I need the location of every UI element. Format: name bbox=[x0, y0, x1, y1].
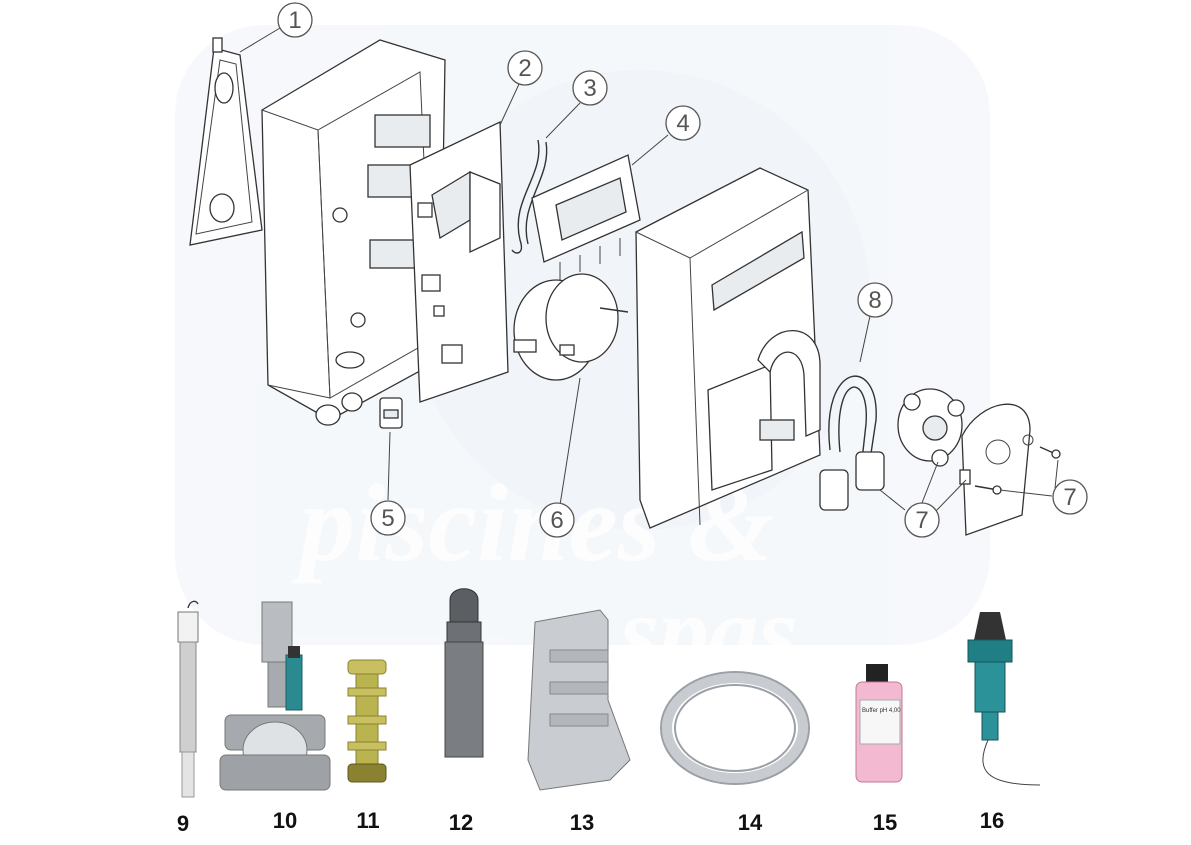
callout-label: 1 bbox=[288, 7, 301, 34]
callout-4: 4 bbox=[665, 105, 701, 141]
label-13: 13 bbox=[570, 810, 594, 835]
callout-2: 2 bbox=[507, 50, 543, 86]
callout-label: 7 bbox=[915, 507, 928, 534]
callouts: 1 2 3 4 5 6 7 7 8 bbox=[277, 2, 1088, 538]
callout-7b: 7 bbox=[1052, 479, 1088, 515]
part-cable-gland bbox=[379, 397, 403, 429]
part-pump-motor bbox=[513, 273, 629, 381]
label-12: 12 bbox=[449, 810, 473, 835]
label-9: 9 bbox=[177, 811, 189, 836]
part-display-module bbox=[531, 154, 641, 280]
label-14: 14 bbox=[738, 810, 763, 835]
accessory-weighted-foot bbox=[444, 588, 484, 758]
callout-7a: 7 bbox=[904, 502, 940, 538]
part-front-cover bbox=[635, 167, 821, 529]
bottom-labels: 9 10 11 12 13 14 15 16 bbox=[177, 808, 1004, 836]
label-11: 11 bbox=[356, 808, 379, 833]
callout-label: 8 bbox=[868, 287, 881, 314]
part-pump-cover bbox=[959, 403, 1034, 536]
part-pump-tube bbox=[819, 375, 885, 511]
part-circuit-board bbox=[409, 120, 509, 403]
watermark-line2: spas bbox=[619, 576, 798, 687]
label-10: 10 bbox=[273, 808, 297, 833]
accessory-injection-valve bbox=[967, 612, 1041, 786]
callout-label: 3 bbox=[583, 75, 596, 102]
callout-label: 7 bbox=[1063, 484, 1076, 511]
callout-3: 3 bbox=[572, 70, 608, 106]
callout-label: 5 bbox=[381, 505, 394, 532]
callout-1: 1 bbox=[277, 2, 313, 38]
callout-6: 6 bbox=[539, 502, 575, 538]
part-rotor bbox=[897, 388, 965, 467]
accessory-ph-probe bbox=[177, 600, 199, 798]
label-16: 16 bbox=[980, 808, 1004, 833]
callout-8: 8 bbox=[857, 282, 893, 318]
bottle-label: Buffer pH 4,00 bbox=[862, 708, 901, 714]
accessory-yellow-filter bbox=[347, 659, 387, 783]
leader-lines bbox=[239, 27, 1059, 513]
callout-label: 4 bbox=[676, 110, 689, 137]
accessory-wall-bracket bbox=[527, 609, 631, 791]
label-15: 15 bbox=[873, 810, 897, 835]
part-ribbon-cable bbox=[511, 139, 548, 254]
accessory-buffer-bottle: Buffer pH 4,00 bbox=[855, 664, 903, 783]
part-wall-plate bbox=[189, 37, 263, 246]
callout-label: 6 bbox=[550, 507, 563, 534]
accessory-tubing-coil bbox=[660, 671, 810, 785]
part-screws bbox=[974, 446, 1061, 495]
callout-label: 2 bbox=[518, 55, 531, 82]
accessory-pipe-clamp bbox=[219, 601, 331, 791]
callout-5: 5 bbox=[370, 500, 406, 536]
